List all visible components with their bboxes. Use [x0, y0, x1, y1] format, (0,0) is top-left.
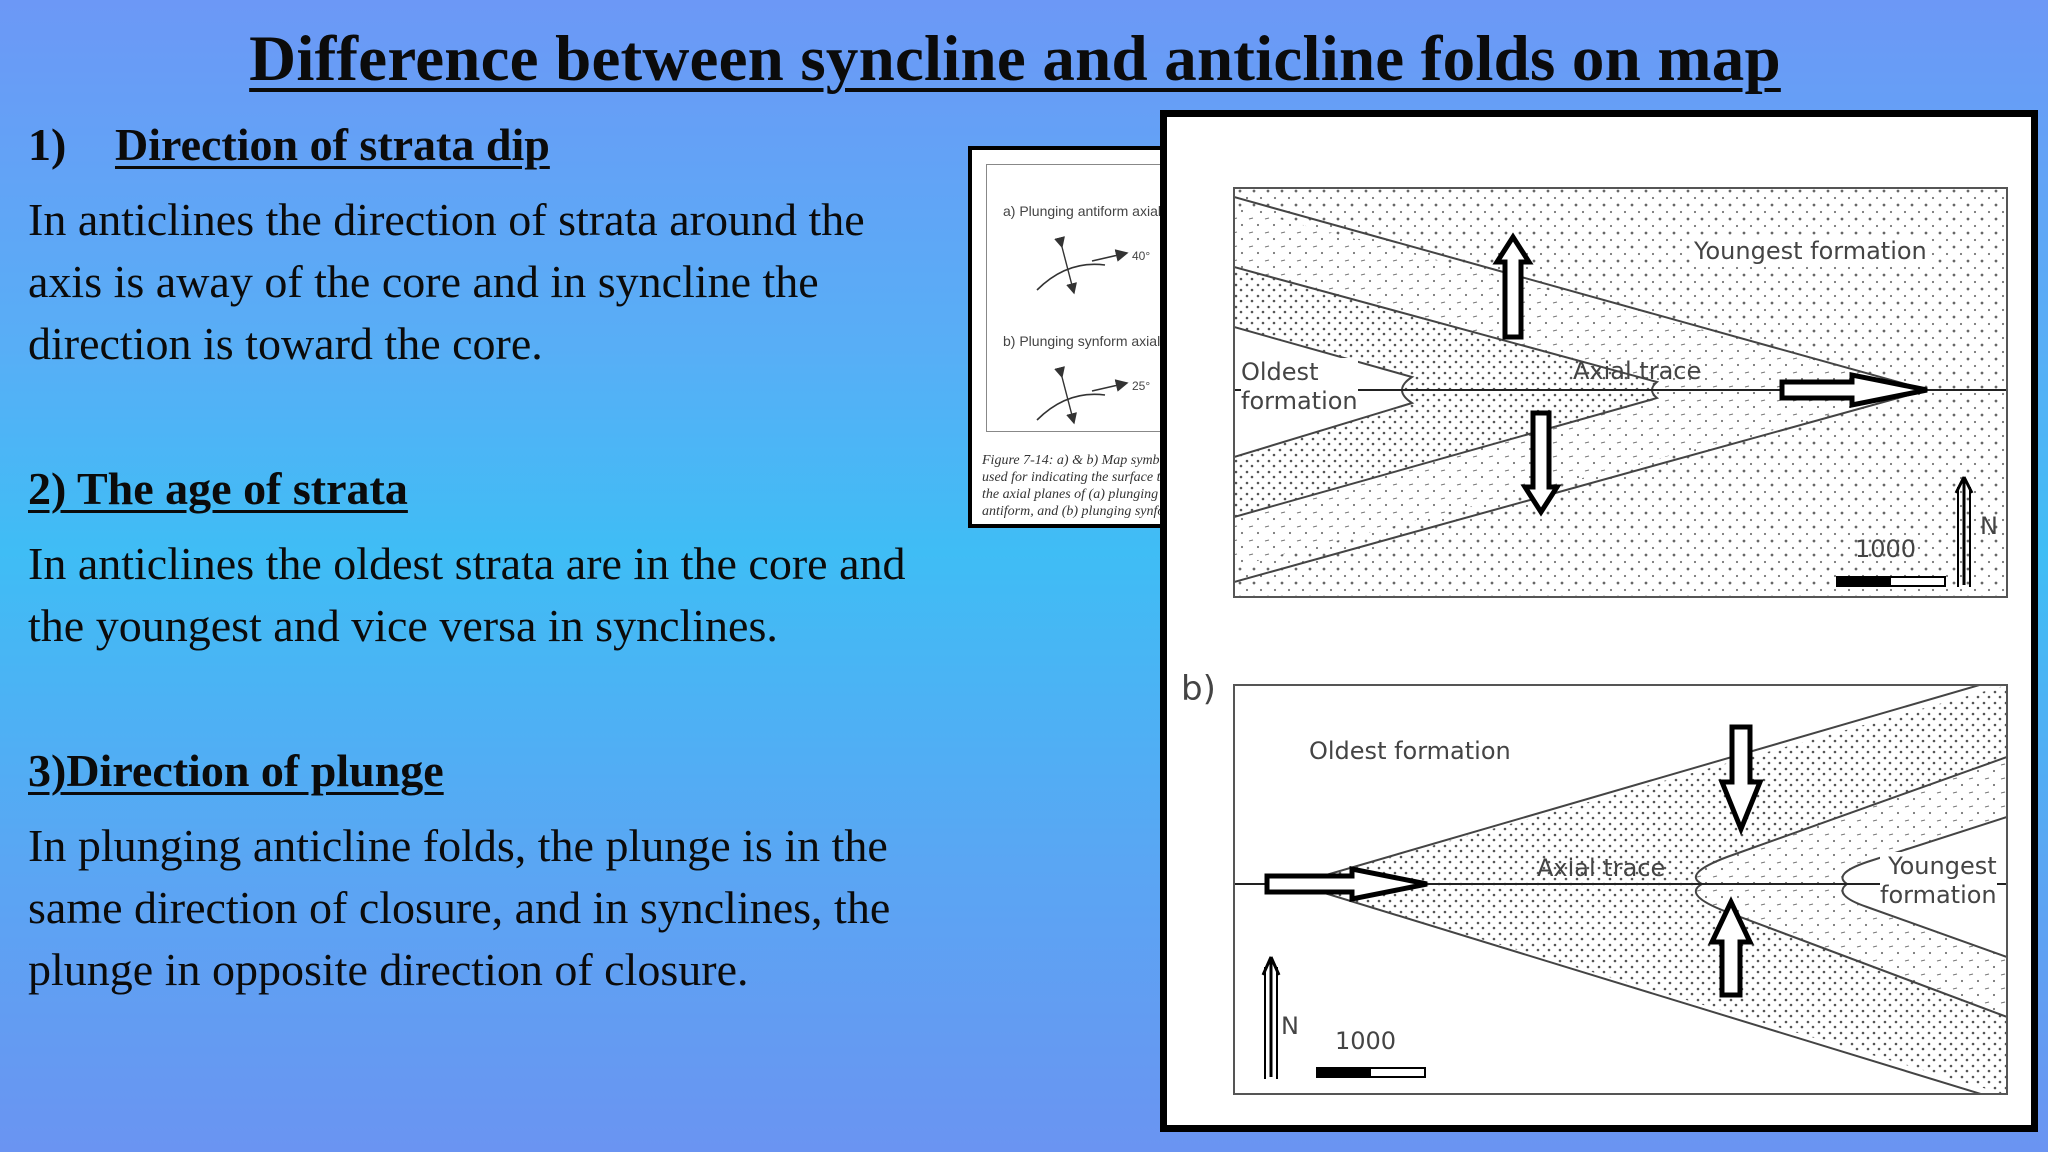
panel-b-label: b): [1181, 669, 1216, 709]
dip-arrow-down-icon: [1520, 410, 1562, 517]
panel-b-map: [1234, 685, 2007, 1094]
inset-label-b: b) Plunging synform axial trace: [1003, 333, 1196, 349]
panel-b-arrows: [1264, 724, 1764, 998]
label-axial-trace-b: Axial trace: [1537, 854, 1666, 882]
label-axial-trace-a: Axial trace: [1573, 357, 1702, 385]
inset-symbol-box: a) Plunging antiform axial trace 40° b) …: [986, 164, 1198, 432]
section-1-title: Direction of strata dip: [115, 119, 550, 170]
antiform-symbol: [1054, 236, 1077, 295]
section-1-body: In anticlines the direction of strata ar…: [28, 194, 865, 369]
label-scale-a: 1000: [1855, 535, 1917, 563]
inset-angle-a: 40°: [1132, 249, 1151, 263]
label-north-a: N: [1980, 512, 1998, 540]
label-youngest-formation-b: Youngest formation: [1880, 852, 1997, 910]
section-2-heading: 2) The age of strata: [28, 462, 408, 515]
inset-angle-b: 25°: [1132, 379, 1151, 393]
label-north-b: N: [1281, 1012, 1299, 1040]
dip-arrow-up-icon: [1492, 232, 1534, 340]
section-3-body: In plunging anticline folds, the plunge …: [28, 820, 891, 995]
panel-a-arrows: [1492, 232, 1928, 517]
section-1-heading: 1) Direction of strata dip: [28, 118, 550, 171]
inset-symbols: [1036, 236, 1129, 425]
fold-map-figure: Youngest formation Oldest formation Axia…: [1160, 110, 2038, 1132]
inset-label-a: a) Plunging antiform axial trace: [1003, 203, 1196, 219]
dip-arrow-up-b-icon: [1708, 896, 1754, 998]
section-2-body: In anticlines the oldest strata are in t…: [28, 538, 906, 651]
plunge-arrow-b-icon: [1264, 865, 1428, 903]
section-3-heading: 3)Direction of plunge: [28, 744, 444, 797]
section-2-title: 2) The age of strata: [28, 463, 408, 514]
label-scale-b: 1000: [1335, 1027, 1397, 1055]
label-youngest-formation-a: Youngest formation: [1692, 237, 1929, 266]
dip-arrow-down-b-icon: [1718, 724, 1764, 836]
label-oldest-formation-b: Oldest formation: [1309, 737, 1511, 765]
label-oldest-formation-a: Oldest formation: [1241, 358, 1358, 416]
synform-symbol: [1054, 366, 1077, 425]
section-1-number: 1): [28, 119, 67, 170]
slide-title: Difference between syncline and anticlin…: [249, 23, 1781, 95]
fold-map-drawing: [1233, 187, 2008, 1095]
inset-caption: Figure 7-14: a) & b) Map symbols used fo…: [982, 453, 1200, 519]
section-3-title: 3)Direction of plunge: [28, 745, 444, 796]
plunge-arrow-a-icon: [1779, 371, 1928, 409]
